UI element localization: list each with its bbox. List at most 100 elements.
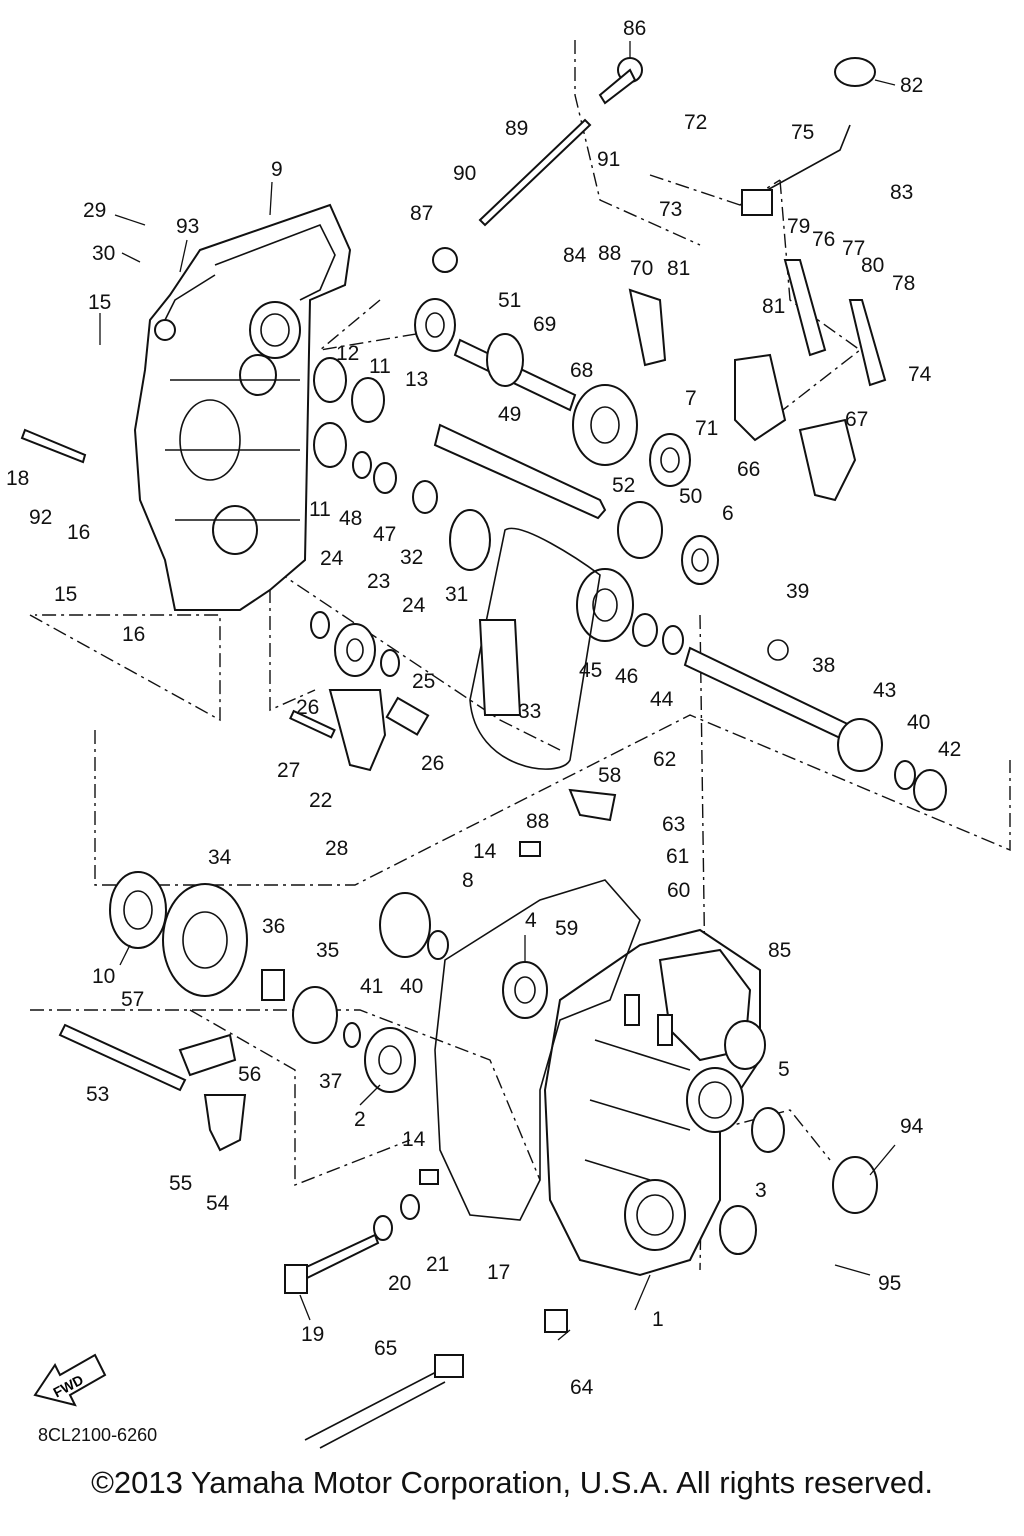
drawing-code: 8CL2100-6260 — [38, 1425, 158, 1445]
callout-68: 68 — [570, 359, 593, 382]
callout-70: 70 — [630, 257, 653, 280]
callout-12: 12 — [336, 342, 359, 365]
crankcase-right — [543, 928, 766, 1277]
callout-27: 27 — [277, 759, 300, 782]
callout-19: 19 — [301, 1323, 324, 1346]
callout-2: 2 — [354, 1108, 366, 1131]
callout-53: 53 — [86, 1083, 109, 1106]
callout-69: 69 — [533, 313, 556, 336]
callout-58: 58 — [598, 764, 621, 787]
callout-42: 42 — [938, 738, 961, 761]
callout-37: 37 — [319, 1070, 342, 1093]
callout-45: 45 — [579, 659, 602, 682]
callout-51: 51 — [498, 289, 521, 312]
callout-16a: 16 — [67, 521, 90, 544]
callout-52: 52 — [612, 474, 635, 497]
callout-9: 9 — [271, 158, 283, 181]
callout-81b: 81 — [762, 295, 785, 318]
callout-90: 90 — [453, 162, 476, 185]
callout-17: 17 — [487, 1261, 510, 1284]
callout-44: 44 — [650, 688, 674, 711]
callout-82: 82 — [900, 74, 923, 97]
callout-62: 62 — [653, 748, 676, 771]
callout-79: 79 — [787, 215, 810, 238]
callout-25: 25 — [412, 670, 435, 693]
callout-74: 74 — [908, 363, 932, 386]
callout-35: 35 — [316, 939, 339, 962]
callout-36: 36 — [262, 915, 285, 938]
callout-48: 48 — [339, 507, 362, 530]
callout-73: 73 — [659, 198, 682, 221]
callout-41: 41 — [360, 975, 383, 998]
callout-67: 67 — [845, 408, 868, 431]
callout-24b: 24 — [402, 594, 426, 617]
callout-54: 54 — [206, 1192, 230, 1215]
leader-lines — [99, 41, 896, 1341]
callout-8: 8 — [462, 869, 474, 892]
callout-91: 91 — [597, 148, 620, 171]
callout-77: 77 — [842, 237, 865, 260]
callout-18: 18 — [6, 467, 29, 490]
callout-56: 56 — [238, 1063, 261, 1086]
callout-14a: 14 — [473, 840, 497, 863]
callout-24a: 24 — [320, 547, 344, 570]
callout-66: 66 — [737, 458, 760, 481]
callout-40a: 40 — [907, 711, 930, 734]
callout-83: 83 — [890, 181, 913, 204]
callout-15b: 15 — [54, 583, 77, 606]
callout-88b: 88 — [526, 810, 549, 833]
callout-92: 92 — [29, 506, 52, 529]
callout-4: 4 — [525, 909, 537, 932]
callout-11b: 11 — [309, 498, 331, 521]
callout-55: 55 — [169, 1172, 192, 1195]
callout-57: 57 — [121, 988, 144, 1011]
callout-28: 28 — [325, 837, 348, 860]
callout-63: 63 — [662, 813, 685, 836]
callout-72: 72 — [684, 111, 707, 134]
callout-59: 59 — [555, 917, 578, 940]
callout-23: 23 — [367, 570, 390, 593]
callout-78: 78 — [892, 272, 915, 295]
callout-86: 86 — [623, 17, 646, 40]
callout-7: 7 — [685, 387, 697, 410]
callout-94: 94 — [900, 1115, 924, 1138]
callout-50: 50 — [679, 485, 702, 508]
callout-21: 21 — [426, 1253, 449, 1276]
callout-20: 20 — [388, 1272, 411, 1295]
callout-34: 34 — [208, 846, 232, 869]
crankcase-left — [133, 203, 352, 611]
callout-31: 31 — [445, 583, 468, 606]
callout-47: 47 — [373, 523, 396, 546]
callout-81a: 81 — [667, 257, 690, 280]
callout-39: 39 — [786, 580, 809, 603]
callout-26b: 26 — [421, 752, 444, 775]
callout-11a: 11 — [369, 355, 391, 378]
callout-5: 5 — [778, 1058, 790, 1081]
callout-65: 65 — [374, 1337, 397, 1360]
callout-89: 89 — [505, 117, 528, 140]
callout-15a: 15 — [88, 291, 111, 314]
callout-95: 95 — [878, 1272, 901, 1295]
callout-3: 3 — [755, 1179, 767, 1202]
callout-84: 84 — [563, 244, 587, 267]
callout-46: 46 — [615, 665, 638, 688]
callout-40b: 40 — [400, 975, 423, 998]
callout-60: 60 — [667, 879, 690, 902]
transmission-parts: FWD — [20, 57, 947, 1449]
callout-1: 1 — [652, 1308, 664, 1331]
callout-29: 29 — [83, 199, 106, 222]
callout-6: 6 — [722, 502, 734, 525]
callout-93: 93 — [176, 215, 199, 238]
callout-61: 61 — [666, 845, 689, 868]
callout-26a: 26 — [296, 696, 319, 719]
callout-10: 10 — [92, 965, 115, 988]
callout-49: 49 — [498, 403, 521, 426]
callout-16b: 16 — [122, 623, 145, 646]
callout-labels: 1 2 3 4 5 6 7 8 9 10 11 11 12 13 14 14 1… — [6, 17, 961, 1399]
callout-71: 71 — [695, 417, 718, 440]
copyright-notice: ©2013 Yamaha Motor Corporation, U.S.A. A… — [91, 1465, 933, 1500]
callout-14b: 14 — [402, 1128, 426, 1151]
callout-43: 43 — [873, 679, 896, 702]
callout-80: 80 — [861, 254, 884, 277]
